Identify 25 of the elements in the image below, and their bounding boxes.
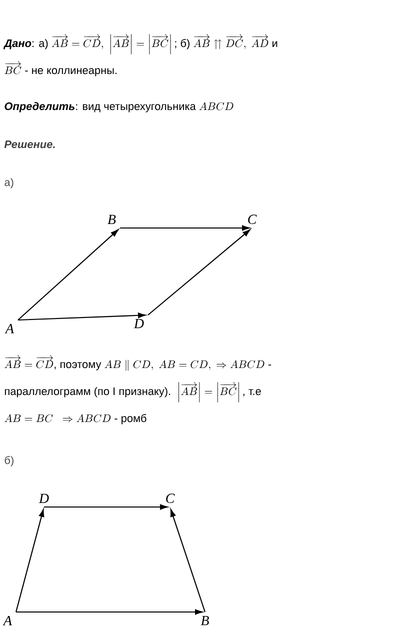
vector-arrow [18,229,118,320]
vertex-label: D [38,494,49,504]
vertex-label: C [248,214,257,224]
section-heading: Решение. [4,140,55,148]
vector-arrow [18,312,146,321]
part-label: а) [4,178,14,188]
vertex-label: C [166,494,175,504]
vertex-label: D [134,318,144,328]
solution-text: $\overrightarrow{AB}=\overrightarrow{CD}\text{, поэтому }AB\parallel CD,\ AB=CD,\ \Rightarrow ABCD\text{ -}$ [4,354,272,371]
vertex-label: B [108,214,116,224]
vector-arrow [15,509,44,612]
given-text: $\overrightarrow{BC}\text{ - не коллинеарны.}$ [4,60,116,76]
vector-arrow [16,609,203,615]
solution-text: $\text{параллелограмм (по I признаку). }\left|\overrightarrow{AB}\right|=\left|\overrightarrow{BC}\right|\text{, т.е}$ [4,382,261,402]
vertex-label: A [4,324,14,334]
given-text: $\text{\textbf{\textit{Дано}}: а) }\overrightarrow{AB}=\overrightarrow{CD},\ \left|\overrightarrow{AB}\right|=\left|\overrightarrow{BC}\right|\text{; б) }\overrightarrow{AB}\upuparrows\overrightarrow{DC},\ \overrightarrow{AD}\text{ и}$ [3,34,278,54]
vertex-label: A [2,616,12,626]
vertex-label: B [200,616,209,626]
vector-arrow [148,229,250,316]
vector-arrow [170,509,206,612]
task-text: $\text{\textbf{\textit{Определить}}: вид четырехугольника }ABCD$ [4,102,234,112]
solution-text: $AB=BC\ \ \Rightarrow ABCD\text{ - ромб}$ [4,414,146,424]
vector-arrow [120,225,250,231]
part-label: б) [4,456,14,466]
vector-arrow [44,504,168,510]
